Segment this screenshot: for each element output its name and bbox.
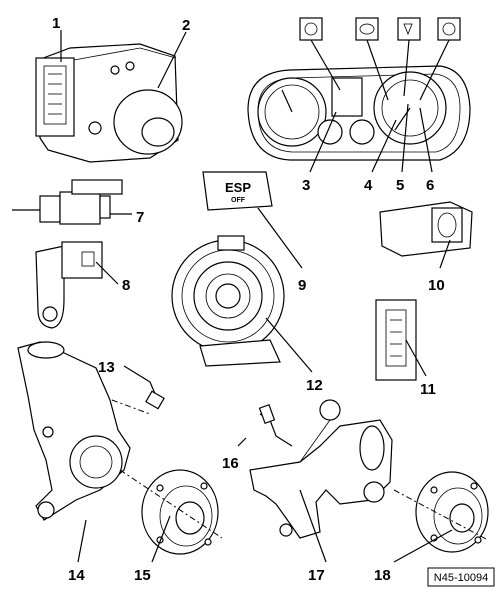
callout-8: 8	[122, 277, 130, 294]
wheel-hub-rear	[393, 471, 489, 553]
wheel-speed-sensor-rear	[258, 404, 293, 447]
steering-knuckle	[17, 341, 131, 521]
callout-7: 7	[136, 209, 144, 226]
figure-reference-label: N45-10094	[434, 572, 488, 584]
callout-1: 1	[52, 15, 60, 32]
esp-off-button: ESP OFF	[202, 171, 273, 211]
instrument-cluster	[247, 17, 471, 161]
brake-pedal-sensor	[35, 241, 103, 329]
callout-16: 16	[222, 455, 239, 472]
figure-reference: N45-10094	[427, 567, 495, 587]
rear-wheel-bearing-housing	[249, 399, 393, 539]
callout-13: 13	[98, 359, 115, 376]
callout-10: 10	[428, 277, 445, 294]
control-module	[375, 299, 417, 381]
callout-4: 4	[364, 177, 373, 194]
callout-12: 12	[306, 377, 323, 394]
callout-17: 17	[308, 567, 325, 584]
leader-lines	[60, 30, 453, 563]
callout-9: 9	[298, 277, 306, 294]
callout-6: 6	[426, 177, 434, 194]
esp-button-sublabel: OFF	[231, 197, 246, 204]
callout-15: 15	[134, 567, 151, 584]
callout-14: 14	[68, 567, 85, 584]
esp-button-label: ESP	[225, 180, 251, 195]
callout-5: 5	[396, 177, 404, 194]
callout-2: 2	[182, 17, 190, 34]
abs-hydraulic-unit	[35, 43, 183, 163]
callout-3: 3	[302, 177, 310, 194]
brake-light-switch	[12, 179, 123, 225]
callout-18: 18	[374, 567, 391, 584]
callout-labels: 1 2 3 4 5 6 7 8 9 10 11 12 13 14 15 16 1…	[52, 15, 445, 584]
callout-11: 11	[420, 381, 436, 398]
wheel-hub-front	[119, 469, 223, 555]
steering-angle-sensor	[171, 235, 285, 367]
wheel-speed-sensor-front	[111, 365, 165, 415]
sensor-unit	[379, 201, 473, 257]
